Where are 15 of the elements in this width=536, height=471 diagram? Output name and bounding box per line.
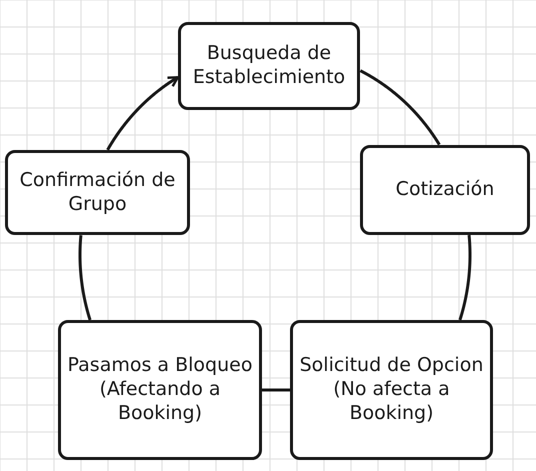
process-box [58, 320, 262, 460]
process-box [290, 320, 493, 460]
process-box [178, 22, 360, 110]
connector-line [262, 388, 290, 392]
step-label: Cotización [396, 178, 494, 202]
arrow [106, 76, 179, 151]
step-label: Solicitud de Opcion (No afecta a Booking) [299, 354, 484, 426]
process-box [360, 145, 530, 235]
step-label: Pasamos a Bloqueo (Afectando a Booking) [67, 354, 253, 426]
connector-line [458, 234, 472, 321]
step-label: Confirmación de Grupo [18, 168, 176, 216]
connector-line [78, 234, 92, 321]
connector-line [359, 69, 441, 146]
process-box [5, 150, 190, 235]
step-label: Busqueda de Establecimiento [192, 42, 346, 90]
